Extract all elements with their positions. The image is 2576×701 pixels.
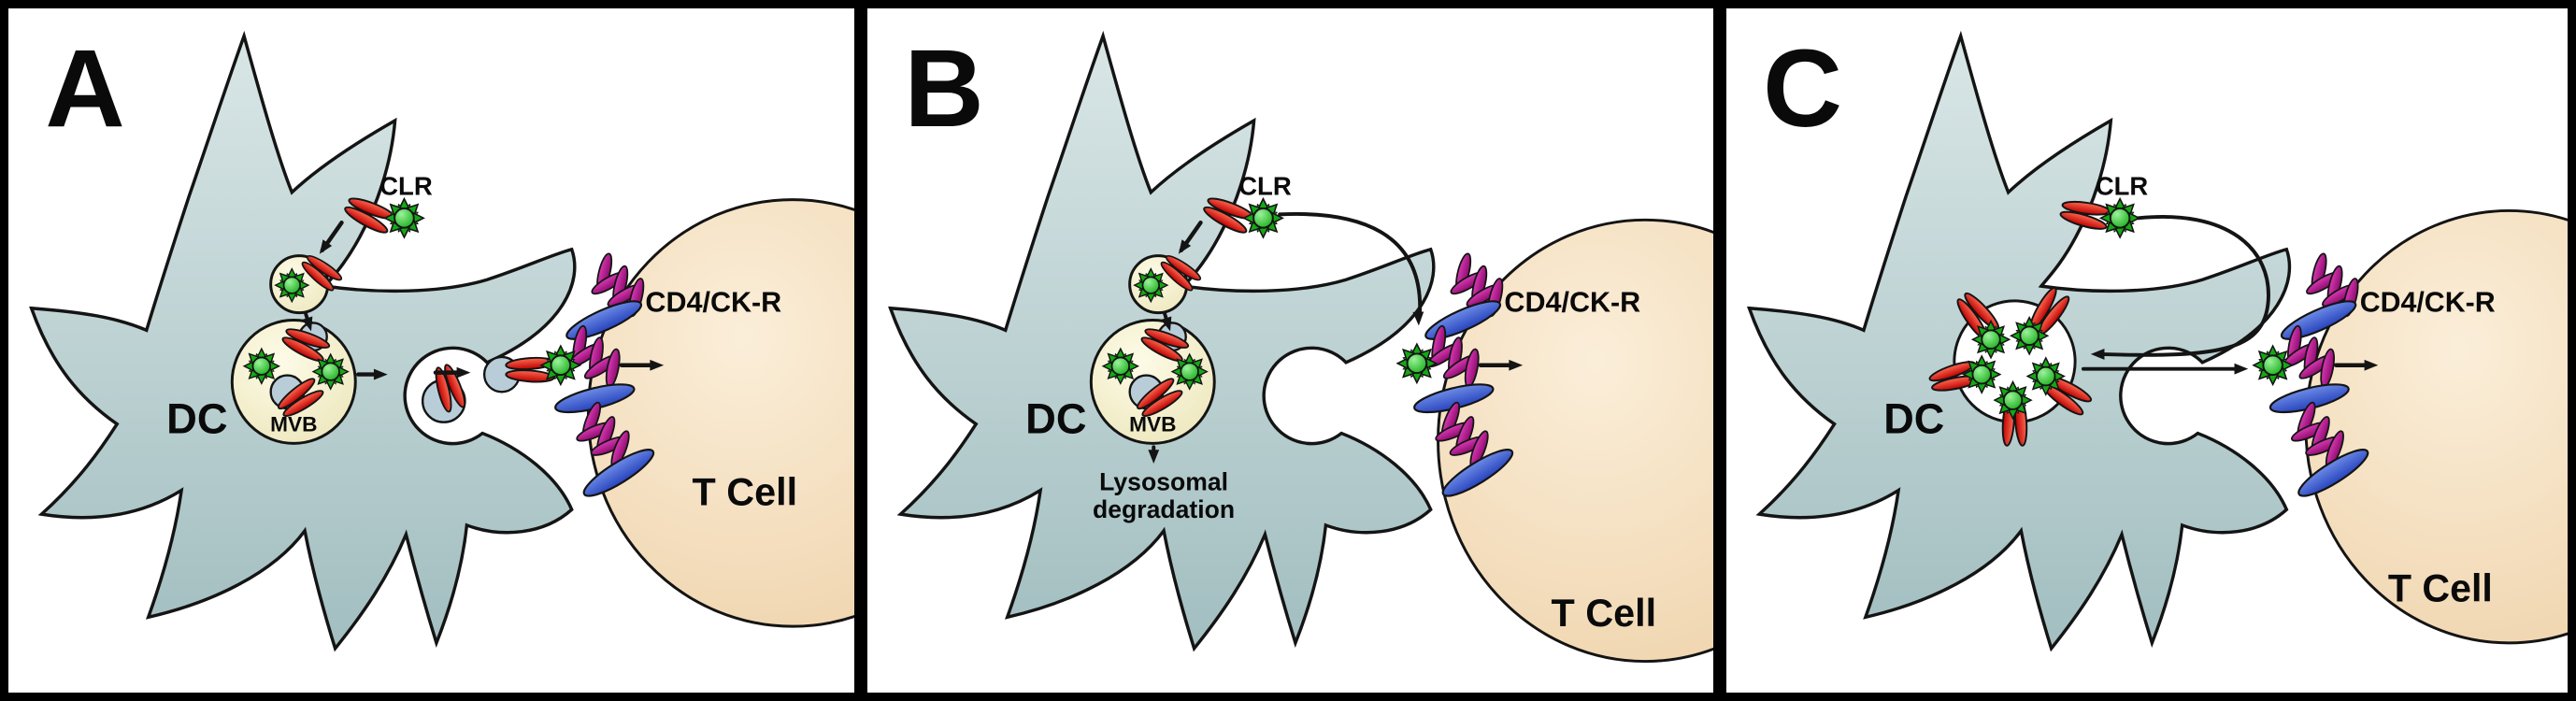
endosome bbox=[1128, 250, 1205, 315]
cd4-ckr-label: CD4/CK-R bbox=[645, 287, 781, 319]
clr-label: CLR bbox=[2096, 172, 2148, 201]
panel-a: MVB A DC CLR CD4/CK-R T bbox=[8, 8, 854, 693]
t-cell-label: T Cell bbox=[2388, 567, 2493, 610]
antigen-icon bbox=[1971, 320, 2011, 359]
lysosomal-arrow bbox=[1148, 445, 1160, 465]
antigen-icon bbox=[1962, 355, 2001, 394]
t-cell-label: T Cell bbox=[1552, 592, 1657, 635]
antigen-internalization-loop-arrow bbox=[2090, 215, 2270, 360]
antigen-icon bbox=[2026, 356, 2066, 396]
antigen-icon bbox=[2253, 345, 2294, 386]
clr-label: CLR bbox=[379, 172, 433, 201]
antigen-icon bbox=[1994, 380, 2033, 420]
mvb-label: MVB bbox=[270, 413, 317, 436]
antigen-transfer-arrow bbox=[2081, 363, 2249, 375]
fusion-pocket bbox=[421, 361, 470, 423]
antigen-icon bbox=[540, 345, 581, 386]
signaling-arrow bbox=[1478, 359, 1524, 371]
antigen-icon bbox=[1396, 343, 1438, 384]
dc-label: DC bbox=[166, 395, 227, 443]
mvb-to-membrane-arrow bbox=[355, 368, 388, 380]
antigen-icon bbox=[243, 348, 280, 385]
t-cell bbox=[586, 198, 854, 628]
internalization-arrow bbox=[315, 221, 344, 258]
cd4-ckr-label: CD4/CK-R bbox=[2360, 287, 2496, 319]
lysosomal-degradation-label: degradation bbox=[1093, 495, 1235, 523]
dc-label: DC bbox=[1883, 394, 1944, 442]
soluble-antigen-transfer-arrow bbox=[1278, 211, 1424, 326]
internalization-arrow bbox=[1174, 221, 1203, 258]
endosome-to-mvb-arrow bbox=[1161, 311, 1176, 334]
antigen-icon bbox=[1242, 197, 1284, 238]
antigen-storage-vacuole bbox=[1925, 283, 2096, 448]
antigen-icon bbox=[2099, 197, 2140, 238]
dc-label: DC bbox=[1025, 395, 1086, 443]
antigen-icon bbox=[274, 267, 309, 303]
panel-b: MVB B DC CLR Lysosomal degradation CD4/C… bbox=[867, 8, 1713, 693]
mvb-label: MVB bbox=[1129, 413, 1176, 436]
multivesicular-body: MVB bbox=[230, 319, 357, 445]
antigen-icon bbox=[2010, 316, 2049, 355]
antigen-icon bbox=[312, 353, 350, 391]
panel-letter: A bbox=[45, 27, 124, 150]
endosome bbox=[269, 250, 346, 315]
antigen-icon bbox=[1171, 353, 1209, 391]
exosome-release-arrow bbox=[433, 366, 471, 379]
cd4-ckr-label: CD4/CK-R bbox=[1504, 287, 1640, 319]
lysosomal-degradation-label: Lysosomal bbox=[1099, 468, 1228, 496]
endosome-to-mvb-arrow bbox=[302, 311, 317, 334]
signaling-arrow bbox=[2334, 359, 2379, 371]
antigen-icon bbox=[383, 197, 425, 238]
exosome bbox=[482, 345, 581, 393]
antigen-icon bbox=[1133, 267, 1168, 303]
t-cell-label: T Cell bbox=[693, 470, 798, 513]
panel-c: C DC CLR CD4/CK-R T Cell bbox=[1726, 8, 2568, 693]
multivesicular-body: MVB bbox=[1089, 319, 1216, 445]
panel-letter: C bbox=[1763, 26, 1842, 150]
signaling-arrow bbox=[619, 359, 665, 371]
antigen-icon bbox=[1102, 348, 1139, 385]
panel-letter: B bbox=[904, 27, 983, 150]
clr-label: CLR bbox=[1238, 172, 1292, 201]
